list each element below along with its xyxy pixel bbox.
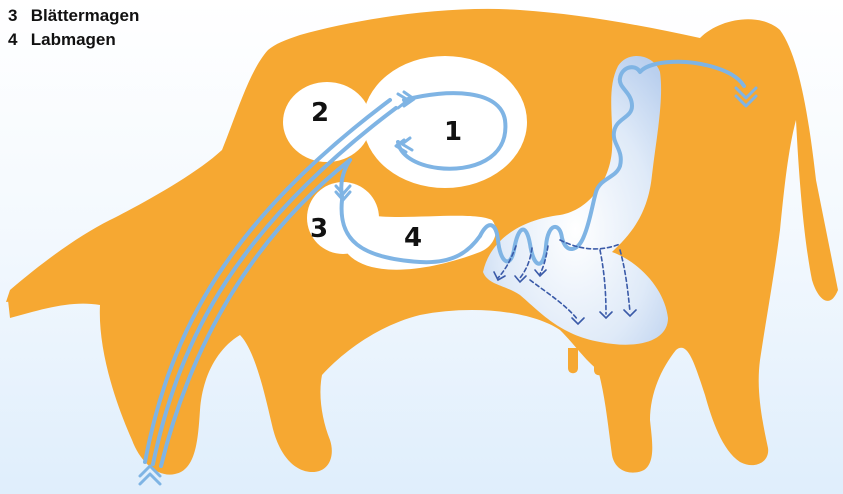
legend-item-3: 3 Blättermagen <box>8 4 139 28</box>
legend-number-3: 3 <box>8 4 26 28</box>
label-stomach-1: 1 <box>444 117 462 147</box>
teat-1 <box>568 348 578 373</box>
teat-3 <box>620 348 630 371</box>
legend-item-4: 4 Labmagen <box>8 28 139 52</box>
legend-label-3: Blättermagen <box>31 6 140 25</box>
legend-label-4: Labmagen <box>31 30 116 49</box>
label-stomach-4: 4 <box>404 223 422 253</box>
legend-number-4: 4 <box>8 28 26 52</box>
label-stomach-3: 3 <box>310 214 328 244</box>
legend: 3 Blättermagen 4 Labmagen <box>8 4 139 52</box>
label-stomach-2: 2 <box>311 98 329 128</box>
teat-2 <box>594 350 604 375</box>
